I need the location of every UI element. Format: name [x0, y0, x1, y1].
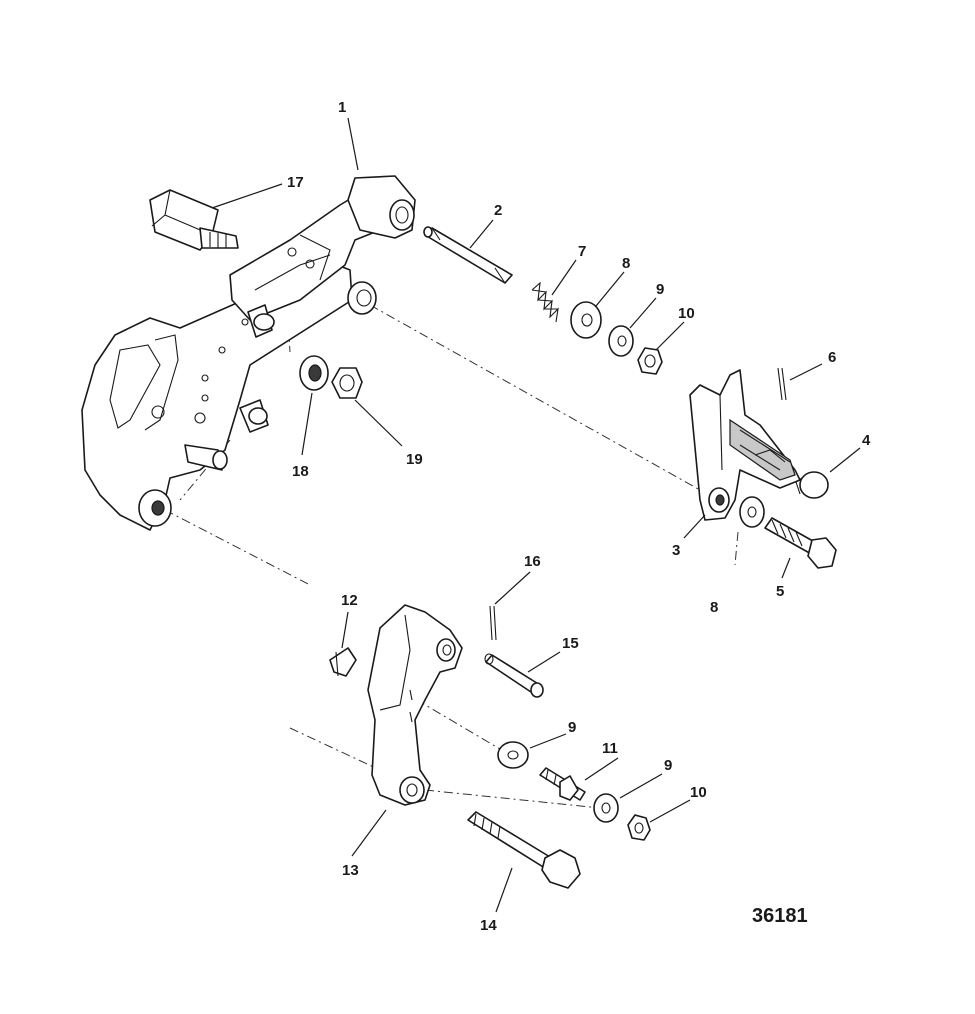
nut-part-10-lower [627, 814, 651, 841]
callout-labels: 1 2 3 4 5 6 7 8 8 9 9 9 10 10 11 12 13 1… [287, 99, 871, 934]
cotter-pin-part-16 [489, 605, 497, 641]
pin-part-15 [484, 653, 544, 698]
callout-10-lower: 10 [690, 784, 707, 801]
figure-id: 36181 [752, 905, 808, 927]
cap-part-4 [795, 471, 829, 499]
spring-part-7 [531, 281, 559, 323]
nut-part-19 [331, 367, 363, 399]
washer-part-8-lower [739, 496, 765, 528]
callout-2: 2 [494, 202, 502, 219]
standoff-part-17 [149, 189, 239, 251]
callout-9-lower: 9 [664, 757, 672, 774]
callout-16: 16 [524, 553, 541, 570]
callout-8-lower: 8 [710, 599, 718, 616]
callout-9-upper: 9 [656, 281, 664, 298]
callout-13: 13 [342, 862, 359, 879]
leader-lines [211, 117, 861, 913]
washer-part-9-lower [593, 793, 619, 823]
bolt-part-14 [467, 811, 581, 889]
lever-part-3 [689, 369, 801, 521]
cotter-pin-part-6 [777, 367, 787, 401]
callout-10-upper: 10 [678, 305, 695, 322]
washer-part-9-upper [608, 325, 634, 357]
bolt-part-5 [764, 517, 837, 569]
callout-5: 5 [776, 583, 784, 600]
bracket-part-13 [367, 604, 463, 806]
callout-18: 18 [292, 463, 309, 480]
callout-15: 15 [562, 635, 579, 652]
nut-part-10-upper [637, 347, 663, 375]
washer-part-9-middle [497, 741, 529, 769]
callout-3: 3 [672, 542, 680, 559]
callout-6: 6 [828, 349, 836, 366]
washer-part-8-upper [570, 301, 602, 339]
stud-part-11 [539, 767, 586, 801]
washer-part-18 [299, 355, 329, 391]
callout-4: 4 [862, 432, 871, 449]
callout-12: 12 [341, 592, 358, 609]
shift-bracket-assembly [81, 175, 416, 531]
callout-8-upper: 8 [622, 255, 630, 272]
callout-19: 19 [406, 451, 423, 468]
callout-7: 7 [578, 243, 586, 260]
clip-part-12 [329, 647, 357, 677]
callout-1: 1 [338, 99, 346, 116]
callout-17: 17 [287, 174, 304, 191]
callout-14: 14 [480, 917, 497, 934]
callout-11: 11 [602, 740, 618, 757]
pin-part-2 [423, 226, 513, 284]
callout-9-middle: 9 [568, 719, 576, 736]
